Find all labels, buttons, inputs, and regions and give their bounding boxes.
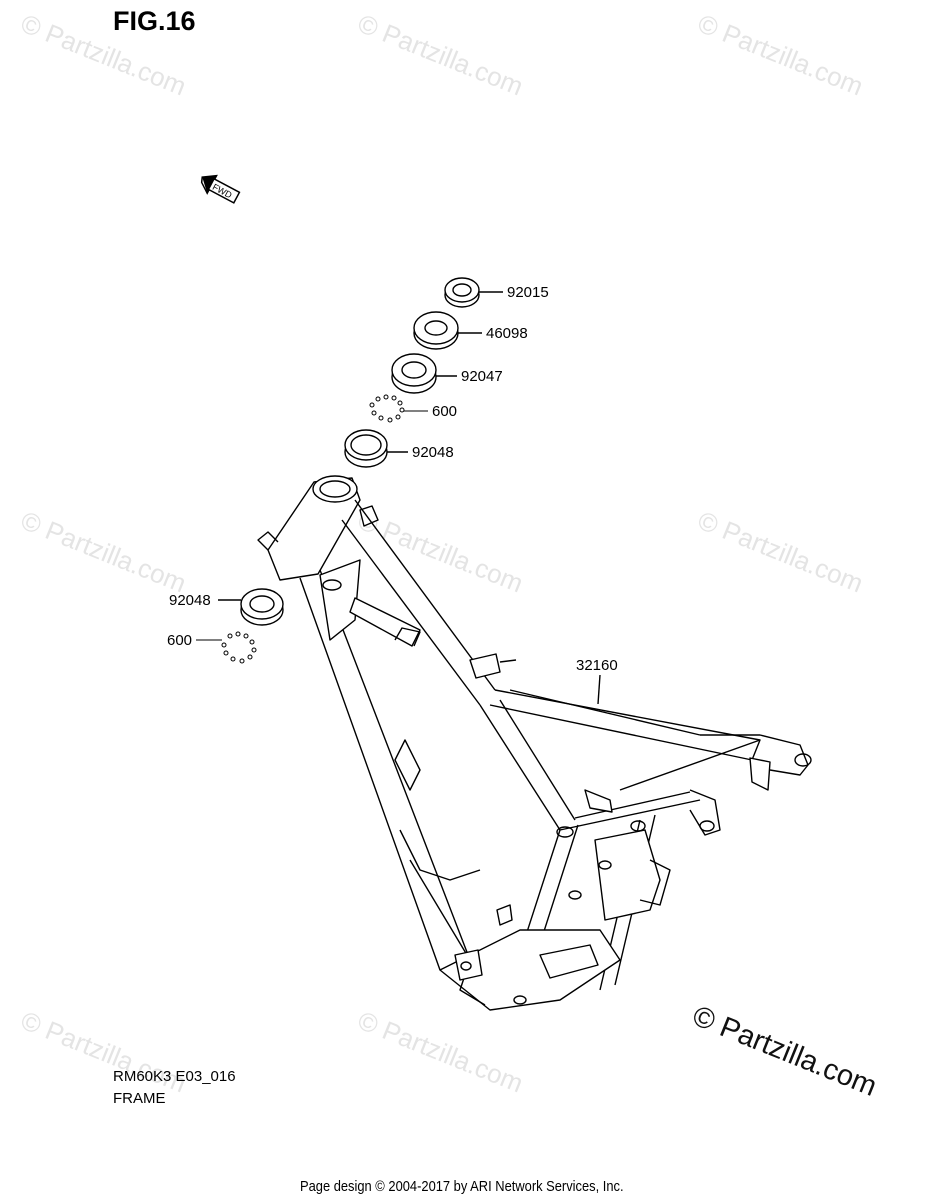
fwd-arrow-icon: FWD bbox=[200, 174, 241, 204]
part-600-balls-lower[interactable] bbox=[196, 631, 257, 664]
part-label-46098[interactable]: 46098 bbox=[486, 325, 528, 342]
figure-title: FIG.16 bbox=[113, 6, 196, 36]
part-label-92047[interactable]: 92047 bbox=[461, 368, 503, 385]
part-92048-seat[interactable] bbox=[344, 429, 408, 468]
part-32160-frame[interactable] bbox=[257, 475, 812, 1011]
part-92048-seat-lower[interactable] bbox=[218, 588, 284, 626]
part-label-600[interactable]: 600 bbox=[432, 403, 458, 420]
part-600-balls[interactable] bbox=[369, 394, 428, 423]
model-code: RM60K3 E03_016 bbox=[113, 1068, 236, 1085]
part-label-32160[interactable]: 32160 bbox=[576, 657, 618, 674]
part-label-600-lower[interactable]: 600 bbox=[167, 632, 193, 649]
part-label-92048[interactable]: 92048 bbox=[412, 444, 454, 461]
part-46098-washer[interactable] bbox=[413, 311, 482, 350]
copyright-notice: Page design © 2004-2017 by ARI Network S… bbox=[300, 1178, 624, 1195]
part-92047-bearing[interactable] bbox=[391, 353, 457, 394]
part-label-92015[interactable]: 92015 bbox=[507, 284, 549, 301]
part-label-92048-lower[interactable]: 92048 bbox=[169, 592, 211, 609]
diagram-description: FRAME bbox=[113, 1090, 166, 1107]
part-92015-nut[interactable] bbox=[444, 277, 503, 308]
